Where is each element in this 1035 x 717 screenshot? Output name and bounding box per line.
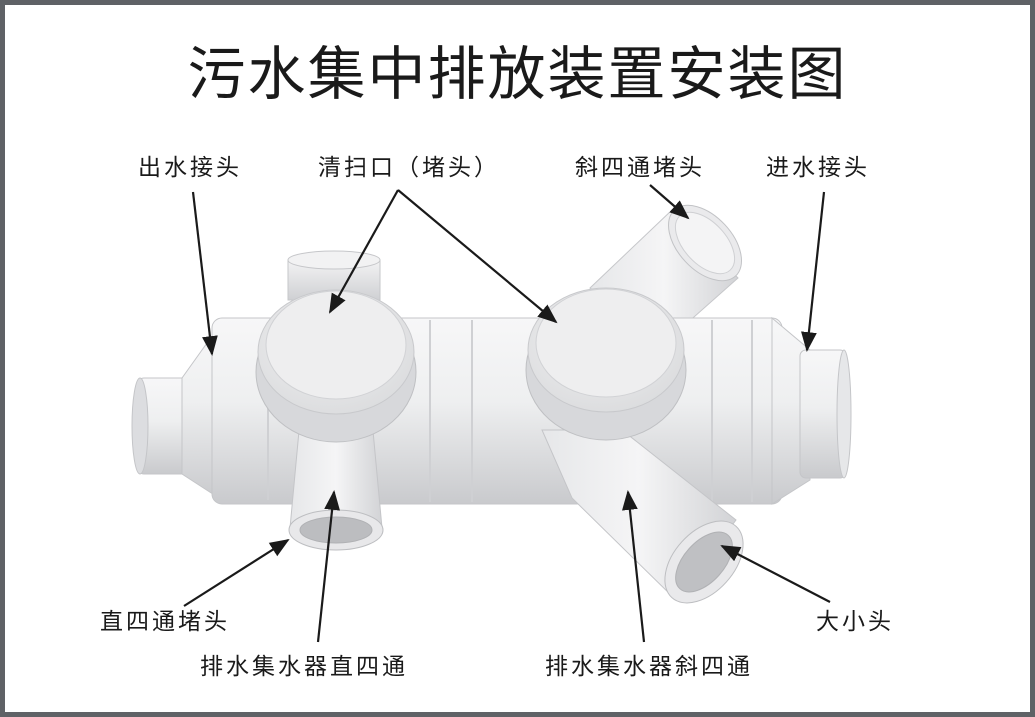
arrow-oblique-plug — [649, 184, 690, 220]
arrow-straight-plug — [183, 538, 290, 607]
inlet-pipe — [771, 316, 852, 505]
right-cleanout-cap — [525, 287, 687, 441]
left-cleanout-cap — [255, 289, 417, 443]
arrow-collector-oblique — [622, 490, 646, 643]
label-inlet-joint: 进水接头 — [766, 155, 870, 181]
oblique-lower-branch — [541, 429, 744, 604]
label-oblique-cross-plug: 斜四通堵头 — [575, 155, 705, 181]
label-cleanout-plug: 清扫口（堵头） — [318, 155, 500, 181]
arrow-collector-straight — [316, 490, 340, 643]
arrow-reducer — [720, 545, 831, 603]
label-straight-cross-plug: 直四通堵头 — [100, 609, 230, 635]
leader-arrows — [183, 184, 831, 643]
label-collector-oblique-cross: 排水集水器斜四通 — [545, 654, 753, 680]
arrow-cleanout-right — [397, 189, 558, 324]
arrow-inlet-joint — [801, 191, 826, 352]
straight-lower-branch — [288, 419, 384, 551]
label-collector-straight-cross: 排水集水器直四通 — [200, 654, 408, 680]
outlet-pipe — [131, 320, 223, 501]
label-outlet-joint: 出水接头 — [138, 155, 242, 181]
arrow-cleanout-left — [329, 189, 399, 314]
diagram-title: 污水集中排放装置安装图 — [187, 40, 848, 108]
arrow-outlet-joint — [191, 191, 218, 356]
label-reducer: 大小头 — [816, 609, 894, 635]
